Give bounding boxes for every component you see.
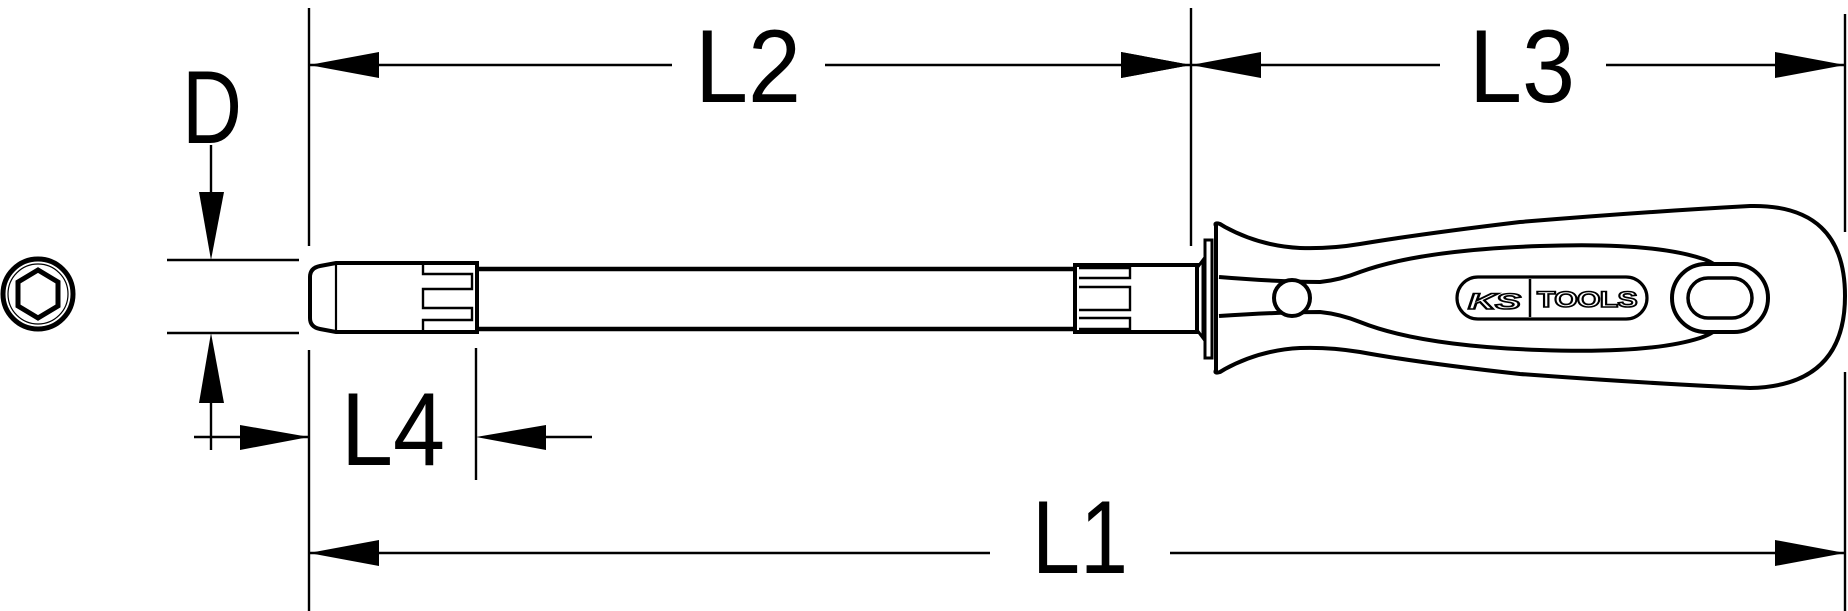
- dimension-l3: L3: [1121, 9, 1845, 125]
- dimension-l4: L4: [240, 372, 592, 488]
- dimension-l2: L2: [309, 9, 1191, 125]
- logo-ks-text: KS: [1468, 289, 1521, 314]
- label-l4: L4: [341, 372, 445, 488]
- extension-lines: [167, 8, 1847, 611]
- label-l3: L3: [1469, 9, 1575, 125]
- hex-socket-end-view-icon: [0, 256, 76, 332]
- ferrule: [1073, 238, 1214, 360]
- shaft: [477, 266, 1075, 332]
- label-l1: L1: [1032, 480, 1128, 596]
- label-l2: L2: [695, 9, 801, 125]
- dimension-d: D: [182, 50, 242, 450]
- hex-socket-tip: [308, 261, 479, 334]
- dimension-l1: L1: [309, 480, 1845, 596]
- ks-tools-logo: KS TOOLS: [1455, 275, 1649, 321]
- logo-tools-text: TOOLS: [1537, 287, 1637, 312]
